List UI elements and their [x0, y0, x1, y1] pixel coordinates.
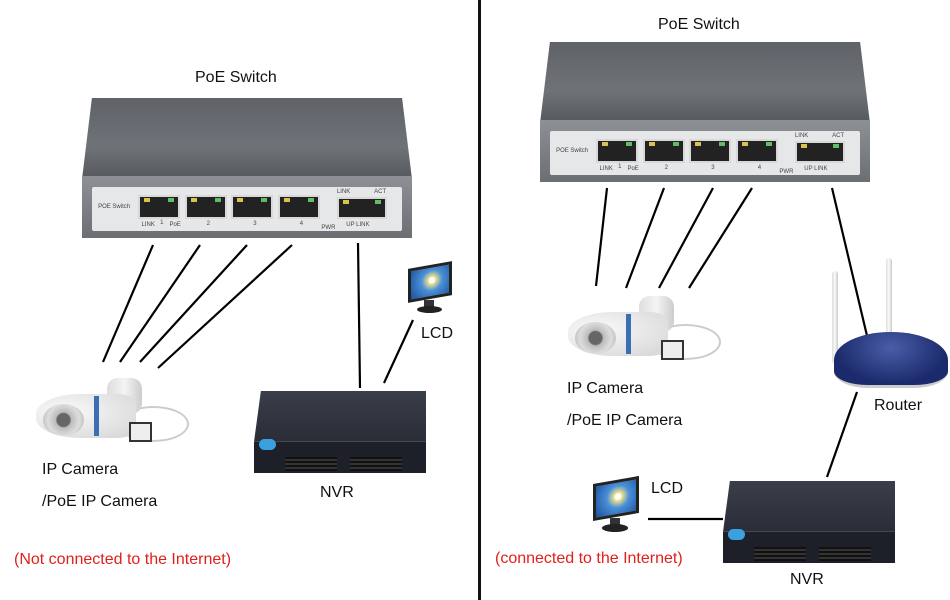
- port-number-2: 2: [206, 221, 210, 228]
- switch-port-1: [596, 139, 639, 164]
- switch-port-3: [689, 139, 732, 164]
- nvr-front: [723, 531, 895, 563]
- switch-title-left: PoE Switch: [195, 69, 277, 86]
- switch-title-right: PoE Switch: [658, 16, 740, 33]
- port-number-1: 1: [618, 164, 622, 171]
- router: [832, 258, 950, 390]
- link-label: LINK: [141, 221, 155, 228]
- uplink-act-label: ACT: [832, 133, 845, 140]
- router-antenna-left: [832, 271, 838, 364]
- cable-uplink-router-right: [830, 187, 870, 341]
- switch-brand-label: POE Switch: [556, 147, 589, 154]
- cable-port4-camera-right: [688, 187, 753, 289]
- cable-lcd-nvr-left: [383, 319, 414, 384]
- nvr-label-right: NVR: [790, 571, 824, 588]
- cable-port3-camera-right: [658, 187, 714, 289]
- port-number-2: 2: [664, 165, 668, 172]
- switch-port-2: [184, 195, 227, 220]
- camera-lens: [574, 321, 617, 354]
- nvr-badge: [259, 438, 277, 451]
- nvr-top: [723, 481, 895, 532]
- nvr-label-left: NVR: [320, 484, 354, 501]
- camera-label-left: IP Camera: [42, 461, 119, 478]
- poe-switch-left: POE Switch LINK 1 PoE 2 3 4 PWR LINK ACT…: [82, 98, 412, 238]
- nvr-right: [723, 481, 895, 563]
- cable-port3-camera-left: [139, 244, 248, 363]
- poe-switch-right: POE Switch LINK 1 PoE 2 3 4 PWR LINK ACT…: [540, 42, 870, 182]
- lcd-monitor-left: [405, 261, 455, 315]
- port-number-3: 3: [711, 165, 715, 172]
- poe-label: PoE: [627, 165, 639, 172]
- nvr-vent-left: [753, 547, 806, 561]
- switch-panel: POE Switch LINK 1 PoE 2 3 4 PWR LINK ACT…: [91, 187, 403, 231]
- switch-brand-label: POE Switch: [98, 203, 131, 210]
- lcd-label-left: LCD: [421, 325, 454, 342]
- switch-uplink-port: [336, 196, 387, 220]
- camera-sublabel-left: /PoE IP Camera: [42, 493, 158, 510]
- nvr-badge: [728, 528, 746, 541]
- switch-port-3: [231, 195, 274, 220]
- nvr-left: [254, 391, 426, 473]
- camera-sublabel-right: /PoE IP Camera: [567, 412, 683, 429]
- camera-rj45-plug: [129, 422, 153, 442]
- port-number-4: 4: [757, 165, 762, 172]
- camera-ring: [626, 313, 631, 354]
- nvr-top: [254, 391, 426, 442]
- switch-front: POE Switch LINK 1 PoE 2 3 4 PWR LINK ACT…: [82, 176, 412, 238]
- switch-panel: POE Switch LINK 1 PoE 2 3 4 PWR LINK ACT…: [549, 131, 861, 175]
- uplink-label: UP LINK: [804, 165, 828, 172]
- switch-port-2: [642, 139, 685, 164]
- lcd-base: [602, 524, 629, 532]
- nvr-vent-right: [350, 457, 402, 471]
- uplink-link-label: LINK: [794, 133, 809, 140]
- router-label: Router: [874, 397, 923, 414]
- uplink-link-label: LINK: [336, 189, 351, 196]
- poe-label: PoE: [169, 221, 181, 228]
- router-antenna-right: [886, 258, 893, 346]
- camera-label-right: IP Camera: [567, 380, 644, 397]
- cable-port2-camera-left: [119, 244, 201, 363]
- switch-front: POE Switch LINK 1 PoE 2 3 4 PWR LINK ACT…: [540, 120, 870, 182]
- switch-top: [82, 98, 412, 180]
- switch-port-1: [138, 195, 181, 220]
- port-number-1: 1: [160, 220, 164, 227]
- nvr-vent-left: [284, 457, 337, 471]
- lcd-stand: [609, 517, 621, 526]
- switch-uplink-port: [794, 140, 845, 164]
- panel-divider: [478, 0, 481, 600]
- pwr-label: PWR: [779, 168, 794, 175]
- ip-camera-left: [30, 378, 190, 458]
- pwr-label: PWR: [321, 224, 336, 231]
- camera-lens: [42, 403, 85, 436]
- nvr-vent-right: [819, 547, 871, 561]
- cable-port1-camera-left: [101, 244, 155, 363]
- nvr-front: [254, 441, 426, 473]
- cable-uplink-nvr-left: [356, 242, 362, 389]
- uplink-act-label: ACT: [374, 189, 387, 196]
- switch-top: [540, 42, 870, 124]
- lcd-label-right: LCD: [651, 480, 684, 497]
- lcd-screen: [408, 261, 452, 303]
- switch-port-4: [278, 195, 320, 220]
- port-number-3: 3: [253, 221, 257, 228]
- ip-camera-right: [562, 296, 722, 376]
- switch-port-4: [736, 139, 778, 164]
- cable-port2-camera-right: [624, 187, 666, 289]
- lcd-stand: [424, 300, 434, 307]
- port-number-4: 4: [299, 221, 304, 228]
- lcd-monitor-right: [590, 475, 642, 534]
- lcd-screen: [593, 475, 639, 521]
- cable-router-nvr-right: [825, 391, 859, 478]
- router-body: [834, 331, 948, 388]
- uplink-label: UP LINK: [346, 221, 370, 228]
- link-label: LINK: [599, 165, 613, 172]
- status-not-connected: (Not connected to the Internet): [14, 551, 232, 568]
- status-connected: (connected to the Internet): [495, 550, 683, 567]
- cable-port4-camera-left: [157, 244, 293, 369]
- camera-rj45-plug: [661, 340, 685, 360]
- lcd-base: [417, 306, 442, 313]
- camera-ring: [94, 395, 99, 436]
- cable-port1-camera-right: [594, 187, 609, 287]
